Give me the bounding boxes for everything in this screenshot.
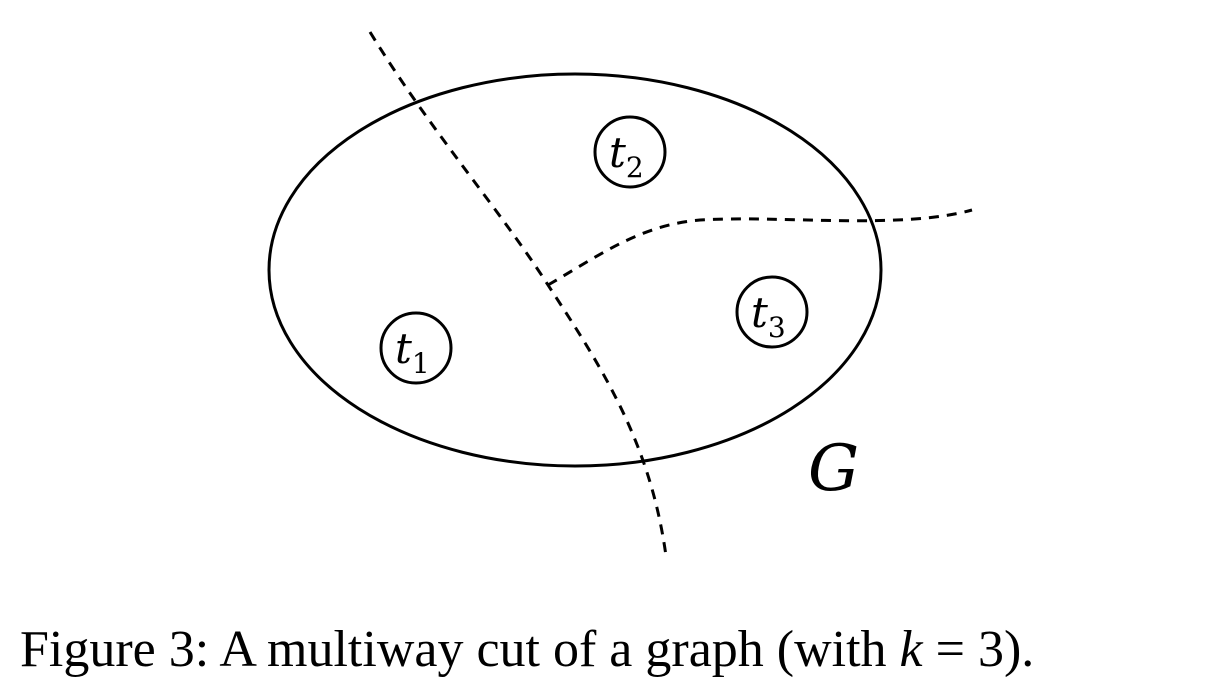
figure-caption: Figure 3: A multiway cut of a graph (wit… [20, 615, 1220, 685]
terminal-t1-label: t1 [395, 324, 430, 380]
terminal-t2-circle [593, 115, 667, 189]
terminal-t2: t2 [593, 115, 667, 189]
caption-variable: k [899, 621, 923, 678]
graph-label: G [808, 432, 859, 506]
terminal-t1-circle [379, 311, 453, 385]
terminal-t2-label: t2 [609, 128, 644, 184]
graph-ellipse [267, 72, 883, 468]
terminal-t3: t3 [735, 275, 809, 349]
terminal-t3-circle [735, 275, 809, 349]
cut-line-main [368, 31, 668, 557]
terminal-t1: t1 [379, 311, 453, 385]
caption-prefix: Figure 3: A multiway cut of a graph (wit… [20, 621, 900, 678]
terminal-t3-label: t3 [751, 288, 786, 344]
caption-equals: = 3). [922, 621, 1035, 678]
cut-line-branch [547, 208, 973, 287]
